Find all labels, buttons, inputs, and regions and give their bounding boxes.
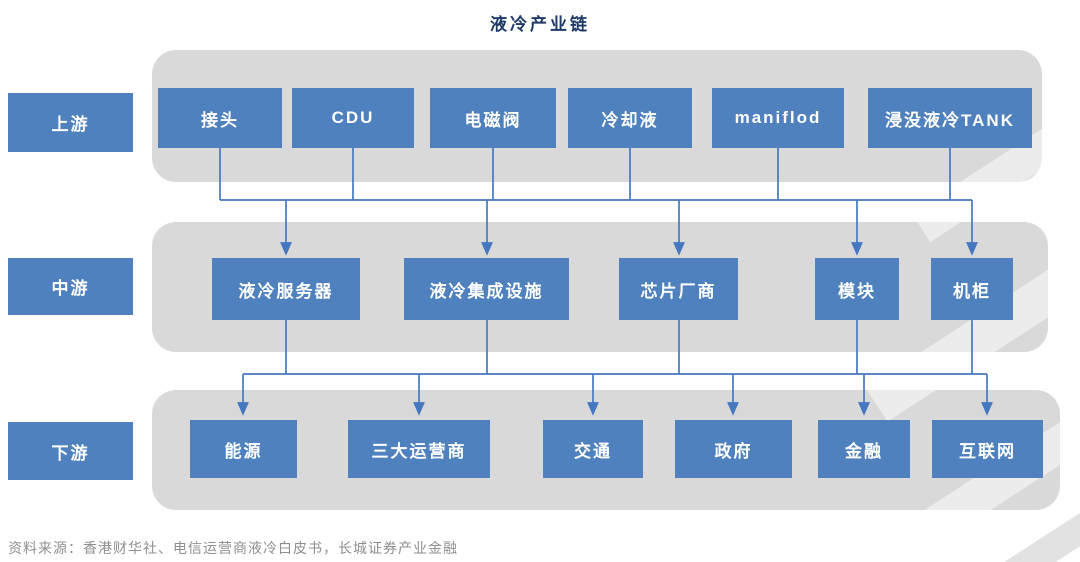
tier-label-upstream: 上游 [8, 93, 133, 152]
node-module: 模块 [815, 258, 899, 320]
node-solenoid-valve: 电磁阀 [430, 88, 556, 148]
node-energy: 能源 [190, 420, 297, 478]
node-internet: 互联网 [932, 420, 1043, 478]
node-connector: 接头 [158, 88, 282, 148]
node-government: 政府 [675, 420, 792, 478]
source-note: 资料来源：香港财华社、电信运营商液冷白皮书，长城证券产业金融 [8, 540, 458, 556]
node-chip-vendor: 芯片厂商 [619, 258, 738, 320]
node-finance: 金融 [818, 420, 910, 478]
node-manifold: maniflod [712, 88, 844, 148]
midstream-to-downstream-connectors [237, 320, 993, 416]
node-cdu: CDU [292, 88, 414, 148]
node-transportation: 交通 [543, 420, 643, 478]
node-immersion-tank: 浸没液冷TANK [868, 88, 1032, 148]
tier-label-downstream: 下游 [8, 422, 133, 480]
node-telecom-operators: 三大运营商 [348, 420, 490, 478]
node-coolant: 冷却液 [568, 88, 692, 148]
upstream-to-midstream-connectors [219, 148, 978, 256]
node-cabinet: 机柜 [931, 258, 1013, 320]
node-cooling-integration-facility: 液冷集成设施 [404, 258, 569, 320]
node-liquid-cooled-server: 液冷服务器 [212, 258, 360, 320]
tier-label-midstream: 中游 [8, 258, 133, 315]
diagram-title: 液冷产业链 [490, 15, 590, 34]
